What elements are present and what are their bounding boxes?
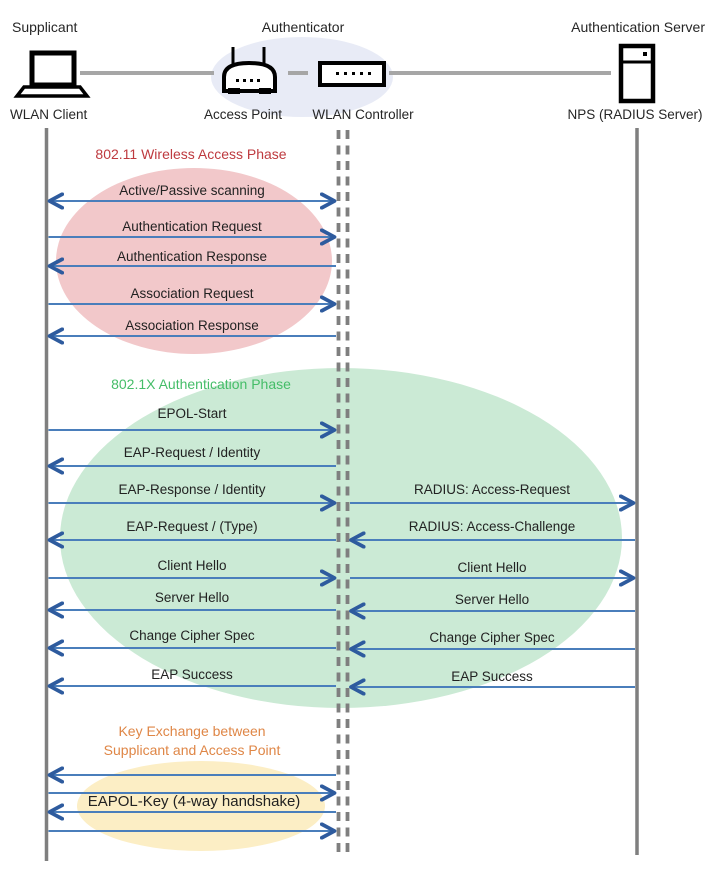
phase2-ellipse [60,368,622,708]
message-label: EAP-Request / (Type) [126,519,258,534]
phase2-right-arrows [350,503,635,687]
access-point-icon [222,47,277,94]
authenticator-highlight-ellipse [211,37,393,117]
message-label: Authentication Request [122,219,262,234]
message-label: Association Response [125,318,259,333]
phase2-left-arrows [49,430,337,686]
message-label: Server Hello [154,590,230,605]
server-role-label: Authentication Server [571,19,705,35]
message-label: RADIUS: Access-Request [413,482,571,497]
laptop-icon [13,50,91,98]
phase3-title: Key Exchange between Supplicant and Acce… [104,722,281,760]
phase3-ellipse [77,761,325,851]
message-label: Server Hello [454,592,530,607]
phase1-ellipse [56,168,332,354]
message-label: Change Cipher Spec [429,630,555,645]
eapol-key-label: EAPOL-Key (4-way handshake) [87,793,301,810]
message-label: EAP Success [451,669,533,684]
message-label: EAP Success [151,667,233,682]
phase3-arrows [49,775,337,831]
nps-radius-server-label: NPS (RADIUS Server) [567,107,703,122]
phase3-title-line2: Supplicant and Access Point [103,742,281,758]
wlan-client-label: WLAN Client [10,107,88,122]
message-label: Active/Passive scanning [119,183,265,198]
server-icon [618,43,656,104]
message-label: Client Hello [457,560,527,575]
access-point-label: Access Point [203,107,283,122]
message-label: RADIUS: Access-Challenge [408,519,576,534]
phase3-title-line1: Key Exchange between [118,723,266,739]
authenticator-role-label: Authenticator [261,19,345,35]
message-label: Change Cipher Spec [129,628,255,643]
message-label: EPOL-Start [157,406,227,421]
controller-lifeline [336,130,350,856]
phase1-arrows [49,201,337,336]
phase1-title: 802.11 Wireless Access Phase [95,146,287,162]
message-label: Association Request [130,286,254,301]
message-label: Authentication Response [116,249,268,264]
wlan-controller-icon [318,61,386,87]
message-label: Client Hello [157,558,227,573]
message-label: EAP-Request / Identity [123,445,261,460]
message-label: EAP-Response / Identity [118,482,266,497]
phase2-title: 802.1X Authentication Phase [111,376,291,392]
supplicant-role-label: Supplicant [12,19,78,35]
wlan-controller-label: WLAN Controller [312,107,414,122]
